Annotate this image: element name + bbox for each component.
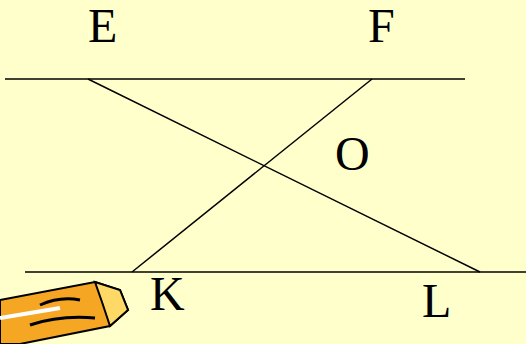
transversal-line	[88, 79, 480, 272]
point-label: O	[335, 130, 370, 178]
pencil-clipart	[0, 282, 128, 344]
point-label: K	[150, 270, 185, 318]
point-label: L	[422, 277, 451, 325]
parallel-line	[25, 271, 526, 273]
transversal-line	[132, 79, 372, 272]
parallel-line	[5, 78, 465, 80]
point-label: F	[368, 2, 395, 50]
point-label: E	[88, 2, 117, 50]
